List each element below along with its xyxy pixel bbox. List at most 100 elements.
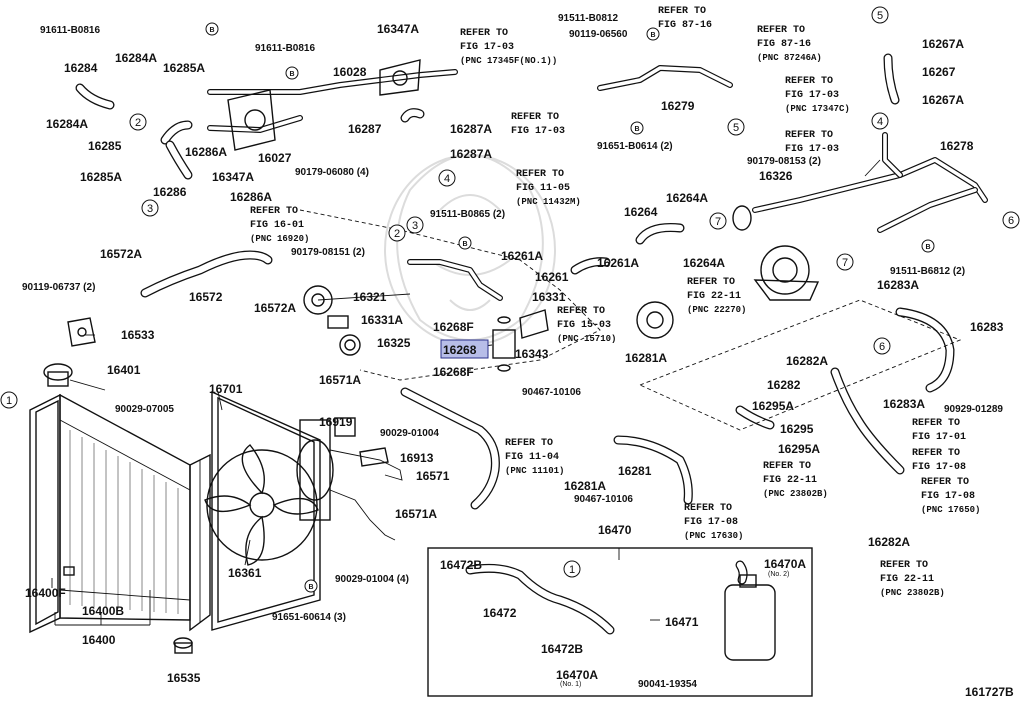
part-label[interactable]: 16285 <box>88 139 122 153</box>
part-label[interactable]: 90467-10106 <box>574 494 633 505</box>
part-label[interactable]: 16472B <box>541 642 583 656</box>
part-label[interactable]: 16400B <box>82 604 124 618</box>
part-label[interactable]: 16295A <box>778 442 820 456</box>
part-label[interactable]: 16470 <box>598 523 632 537</box>
part-label[interactable]: 16701 <box>209 382 243 396</box>
ref-line[interactable]: FIG 16-01 <box>250 220 304 231</box>
part-label[interactable]: 16347A <box>212 170 254 184</box>
part-label[interactable]: 16264A <box>683 256 725 270</box>
ref-line[interactable]: FIG 17-01 <box>912 432 966 443</box>
part-label[interactable]: 91611-B0816 <box>255 43 315 54</box>
part-label[interactable]: 16267 <box>922 65 956 79</box>
ref-line[interactable]: REFER TO <box>785 76 833 87</box>
callout-marker[interactable]: 4 <box>438 169 456 187</box>
part-label[interactable]: 16283A <box>883 397 925 411</box>
ref-line[interactable]: (PNC 11101) <box>505 466 564 476</box>
part-label[interactable]: 16281 <box>618 464 652 478</box>
ref-line[interactable]: REFER TO <box>757 25 805 36</box>
part-label[interactable]: 16286A <box>185 145 227 159</box>
ref-line[interactable]: REFER TO <box>687 277 735 288</box>
part-label[interactable]: 16286A <box>230 190 272 204</box>
part-label[interactable]: 16261A <box>597 256 639 270</box>
ref-line[interactable]: REFER TO <box>921 477 969 488</box>
part-label[interactable]: 90029-01004 (4) <box>335 574 409 585</box>
part-label[interactable]: 16400F <box>25 586 66 600</box>
part-label[interactable]: 16401 <box>107 363 141 377</box>
part-label[interactable]: 16267A <box>922 93 964 107</box>
part-label[interactable]: 16472 <box>483 606 517 620</box>
ref-line[interactable]: (PNC 22270) <box>687 305 746 315</box>
part-label[interactable]: 16331 <box>532 290 566 304</box>
ref-line[interactable]: FIG 22-11 <box>687 291 741 302</box>
part-label[interactable]: 90179-08151 (2) <box>291 247 365 258</box>
part-label[interactable]: 16470A <box>556 668 598 682</box>
callout-marker[interactable]: 3 <box>406 216 424 234</box>
callout-marker[interactable]: 2 <box>129 113 147 131</box>
part-label[interactable]: 16919 <box>319 415 353 429</box>
part-label[interactable]: 16326 <box>759 169 793 183</box>
part-label[interactable]: 16295 <box>780 422 814 436</box>
part-label[interactable]: 16268F <box>433 320 474 334</box>
ref-line[interactable]: (PNC 16920) <box>250 234 309 244</box>
part-label[interactable]: 16913 <box>400 451 434 465</box>
part-label[interactable]: 16278 <box>940 139 974 153</box>
part-label[interactable]: 16286 <box>153 185 187 199</box>
callout-marker[interactable]: 7 <box>836 253 854 271</box>
part-label[interactable]: 16283 <box>970 320 1004 334</box>
part-label[interactable]: 91511-B0865 (2) <box>430 209 505 220</box>
part-label[interactable]: 90179-08153 (2) <box>747 156 821 167</box>
part-label[interactable]: 90029-07005 <box>115 404 174 415</box>
part-label[interactable]: 90041-19354 <box>638 679 697 690</box>
part-label[interactable]: 16343 <box>515 347 549 361</box>
callout-marker[interactable]: 1 <box>563 560 581 578</box>
ref-line[interactable]: REFER TO <box>912 448 960 459</box>
ref-line[interactable]: (PNC 17650) <box>921 505 980 515</box>
ref-line[interactable]: FIG 15-03 <box>557 320 611 331</box>
part-label[interactable]: 90467-10106 <box>522 387 581 398</box>
part-label[interactable]: 16281A <box>564 479 606 493</box>
part-label[interactable]: 16268F <box>433 365 474 379</box>
ref-line[interactable]: REFER TO <box>880 560 928 571</box>
part-label[interactable]: 16287 <box>348 122 382 136</box>
part-label[interactable]: 16295A <box>752 399 794 413</box>
ref-line[interactable]: REFER TO <box>460 28 508 39</box>
ref-line[interactable]: REFER TO <box>511 112 559 123</box>
callout-marker[interactable]: 6 <box>1002 211 1020 229</box>
ref-line[interactable]: (PNC 17630) <box>684 531 743 541</box>
part-label[interactable]: 16325 <box>377 336 411 350</box>
part-label[interactable]: 16281A <box>625 351 667 365</box>
ref-line[interactable]: (PNC 23802B) <box>763 489 828 499</box>
ref-line[interactable]: FIG 87-16 <box>658 20 712 31</box>
part-label[interactable]: 16279 <box>661 99 695 113</box>
callout-marker[interactable]: 5 <box>727 118 745 136</box>
ref-line[interactable]: REFER TO <box>785 130 833 141</box>
part-label[interactable]: 16571 <box>416 469 450 483</box>
ref-line[interactable]: REFER TO <box>658 6 706 17</box>
part-label[interactable]: 90119-06560 <box>569 29 628 40</box>
ref-line[interactable]: (PNC 23802B) <box>880 588 945 598</box>
ref-line[interactable]: FIG 17-08 <box>921 491 975 502</box>
part-label[interactable]: 16572A <box>254 301 296 315</box>
part-label[interactable]: 16572 <box>189 290 223 304</box>
ref-line[interactable]: FIG 87-16 <box>757 39 811 50</box>
part-label[interactable]: 91651-60614 (3) <box>272 612 346 623</box>
part-label[interactable]: 16284A <box>46 117 88 131</box>
ref-line[interactable]: (PNC 87246A) <box>757 53 822 63</box>
ref-line[interactable]: (PNC 11432M) <box>516 197 581 207</box>
part-label[interactable]: 16284 <box>64 61 98 75</box>
part-label[interactable]: 16535 <box>167 671 201 685</box>
ref-line[interactable]: REFER TO <box>557 306 605 317</box>
part-label[interactable]: 16533 <box>121 328 155 342</box>
ref-line[interactable]: FIG 17-08 <box>684 517 738 528</box>
ref-line[interactable]: FIG 17-03 <box>460 42 514 53</box>
part-label[interactable]: 16571A <box>395 507 437 521</box>
part-label[interactable]: 16285A <box>80 170 122 184</box>
ref-line[interactable]: REFER TO <box>250 206 298 217</box>
callout-marker[interactable]: 2 <box>388 224 406 242</box>
part-label[interactable]: 16264 <box>624 205 658 219</box>
part-label[interactable]: 16321 <box>353 290 387 304</box>
ref-line[interactable]: REFER TO <box>505 438 553 449</box>
part-label[interactable]: 91511-B0812 <box>558 13 618 24</box>
part-label[interactable]: 16361 <box>228 566 262 580</box>
ref-line[interactable]: FIG 17-03 <box>785 144 839 155</box>
